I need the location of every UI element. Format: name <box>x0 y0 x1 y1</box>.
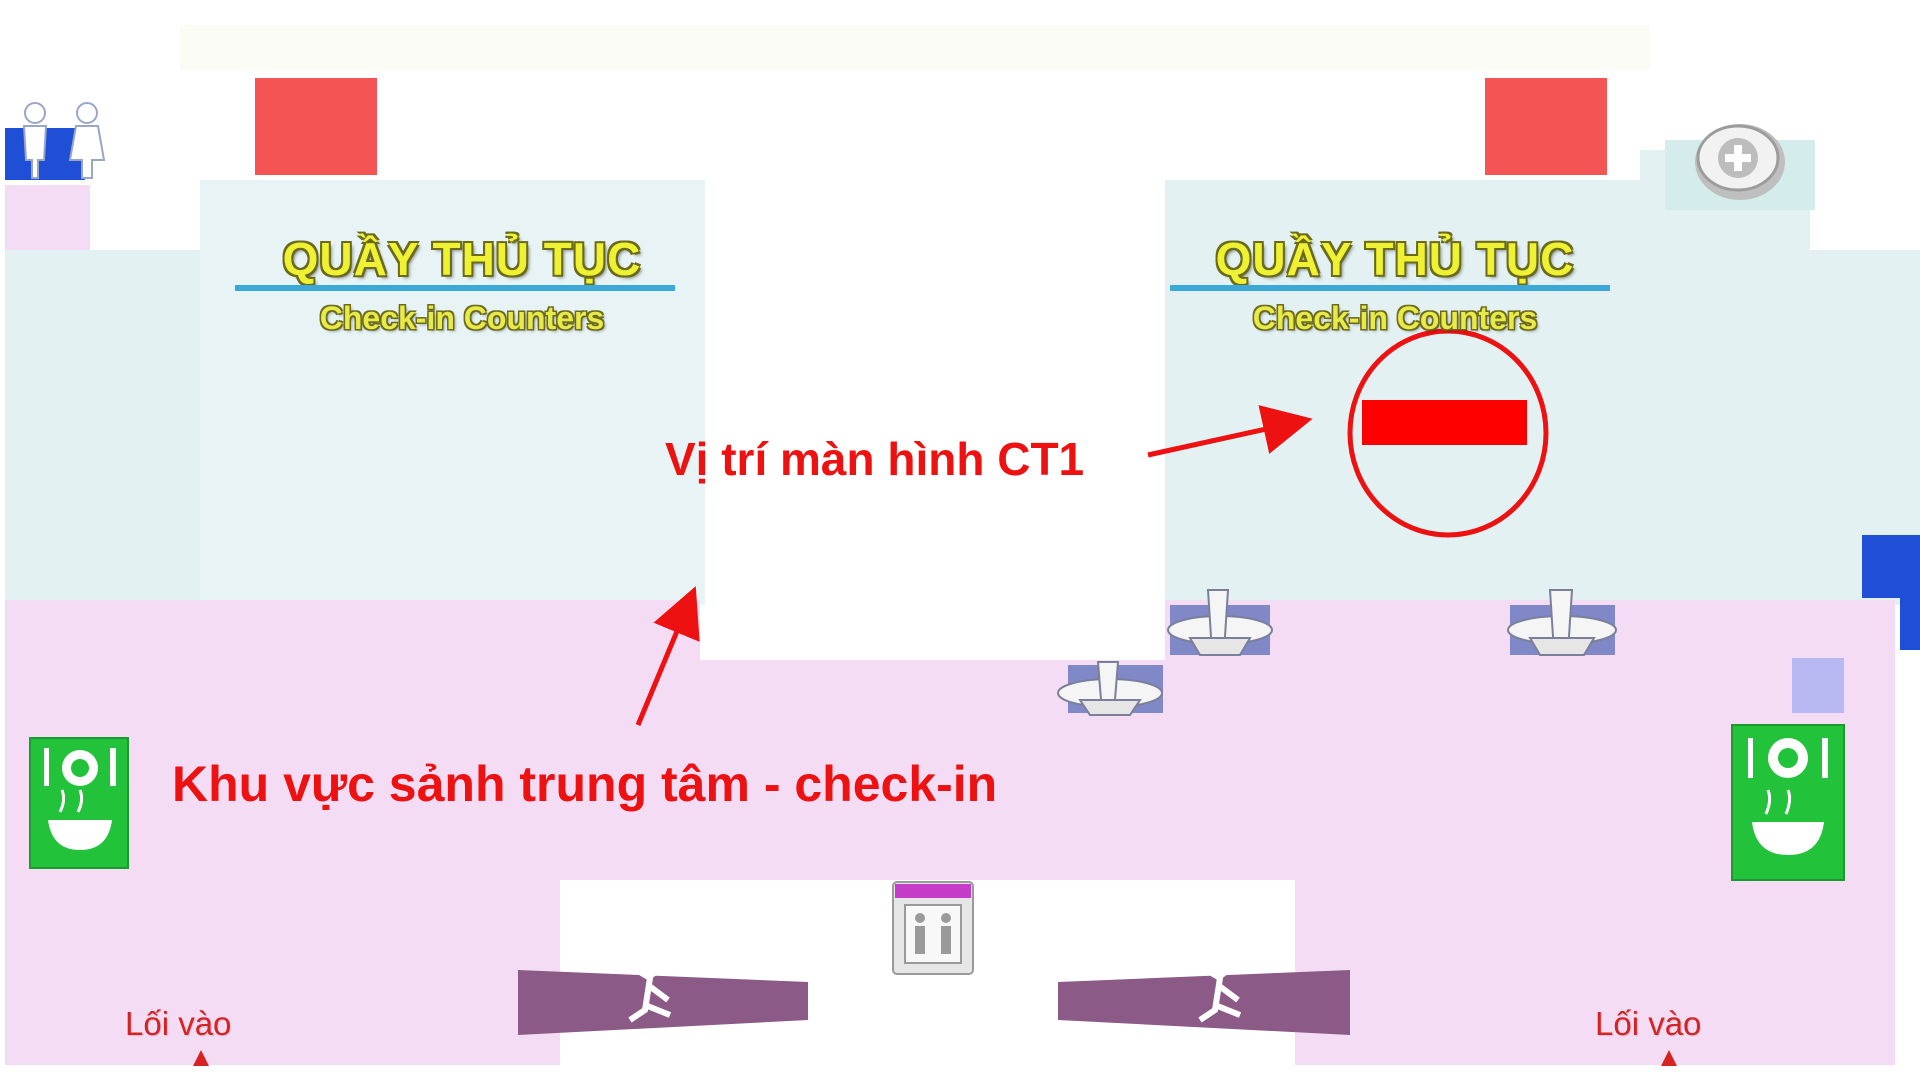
airplane-icon <box>1167 589 1273 656</box>
screen-location-label: Vị trí màn hình CT1 <box>665 433 1085 485</box>
restroom-area-left <box>5 185 90 250</box>
counter-zone-left <box>200 180 705 605</box>
counter-block-right <box>1485 78 1607 175</box>
entrance-arrow-icon <box>193 1050 209 1066</box>
arrow-icon <box>1147 405 1313 458</box>
counter-subtitle-right: Check-in Counters <box>1252 300 1538 336</box>
elevator-icon <box>892 881 974 975</box>
escalator-icon <box>1058 962 1350 1035</box>
airplane-icon <box>1507 589 1617 656</box>
restroom-icon <box>5 102 106 180</box>
counter-underline-left <box>235 285 675 291</box>
counter-title-left: QUẦY THỦ TỤC <box>282 233 642 285</box>
entrance-label-left: Lối vào <box>125 1005 232 1042</box>
counter-block-left <box>255 78 377 175</box>
entrance-label-right: Lối vào <box>1595 1005 1702 1042</box>
blue-block-right <box>1862 535 1920 650</box>
screen-ct1 <box>1362 400 1527 445</box>
restaurant-cafe-icon <box>29 737 129 869</box>
medical-icon <box>1695 124 1785 200</box>
counter-underline-right <box>1170 285 1610 291</box>
counter-subtitle-left: Check-in Counters <box>319 300 605 336</box>
airplane-icon <box>1057 661 1163 716</box>
small-lavender-block <box>1792 658 1844 713</box>
screen-highlight-circle-icon <box>1347 328 1549 538</box>
counter-zone-right <box>1165 180 1655 605</box>
arrow-icon <box>635 586 700 726</box>
counter-title-right: QUẦY THỦ TỤC <box>1215 233 1575 285</box>
upper-corridor <box>180 25 1650 70</box>
escalator-icon <box>518 962 808 1035</box>
central-hall-label: Khu vực sảnh trung tâm - check-in <box>172 756 998 812</box>
entrance-arrow-icon <box>1661 1050 1677 1066</box>
central-check-in-hall <box>5 600 1895 1065</box>
restaurant-cafe-icon <box>1731 724 1845 881</box>
